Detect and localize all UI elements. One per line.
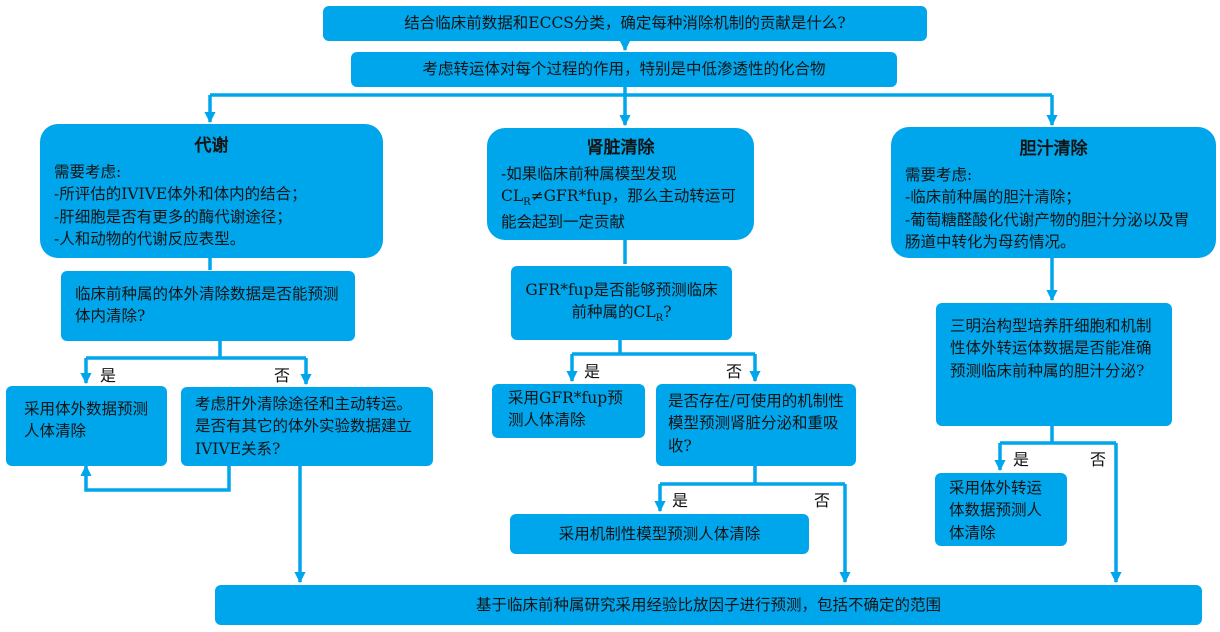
biliary-yes-text: 采用体外转运体数据预测人体清除 <box>949 479 1043 542</box>
biliary-yes-box: 采用体外转运体数据预测人体清除 <box>935 473 1067 546</box>
no-label: 否 <box>726 362 743 381</box>
line-mech-split <box>660 466 845 486</box>
arrow-loop-back <box>80 464 231 492</box>
metabolism-question-box: 临床前种属的体外清除数据是否能预测体内清除? <box>61 271 355 341</box>
metabolism-line: -人和动物的代谢反应表型。 <box>54 230 246 249</box>
metabolism-line: 需要考虑: <box>54 162 122 181</box>
metabolism-question-text: 临床前种属的体外清除数据是否能预测体内清除? <box>75 285 339 326</box>
metabolism-line: -所评估的IVIVE体外和体内的结合； <box>54 185 307 204</box>
line-renal-split <box>572 340 755 356</box>
no-label: 否 <box>1090 450 1107 469</box>
metabolism-no-box: 考虑肝外清除途径和主动转运。是否有其它的体外实验数据建立IVIVE关系? <box>181 387 433 466</box>
metabolism-box: 代谢 需要考虑: -所评估的IVIVE体外和体内的结合； -肝细胞是否有更多的酶… <box>40 124 383 258</box>
biliary-title: 胆汁清除 <box>1019 139 1088 159</box>
yes-label: 是 <box>584 362 601 381</box>
renal-yes-text: 采用GFR*fup预测人体清除 <box>508 389 623 430</box>
yes-label: 是 <box>100 366 117 385</box>
mechanistic-text: 采用机制性模型预测人体清除 <box>558 524 761 543</box>
renal-title: 肾脏清除 <box>586 138 655 158</box>
metabolism-no-text: 考虑肝外清除途径和主动转运。是否有其它的体外实验数据建立IVIVE关系? <box>195 395 413 458</box>
biliary-line: 需要考虑: <box>905 165 973 184</box>
transporter-text: 考虑转运体对每个过程的作用，特别是中低渗透性的化合物 <box>422 60 826 79</box>
question-text: 结合临床前数据和ECCS分类，确定每种消除机制的贡献是什么? <box>404 14 846 33</box>
renal-no-box: 是否存在/可使用的机制性模型预测肾脏分泌和重吸收? <box>656 384 856 466</box>
fallback-box: 基于临床前种属研究采用经验比放因子进行预测，包括不确定的范围 <box>215 585 1202 625</box>
biliary-line: -葡萄糖醛酸化代谢产物的胆汁分泌以及胃肠道中转化为母药情况。 <box>905 210 1190 252</box>
renal-yes-box: 采用GFR*fup预测人体清除 <box>492 384 645 438</box>
yes-label: 是 <box>1013 450 1030 469</box>
biliary-question-text: 三明治构型培养肝细胞和机制性体外转运体数据是否能准确预测临床前种属的胆汁分泌? <box>950 317 1152 380</box>
transporter-box: 考虑转运体对每个过程的作用，特别是中低渗透性的化合物 <box>351 52 897 87</box>
metabolism-line: -肝细胞是否有更多的酶代谢途径； <box>54 207 292 226</box>
mechanistic-box: 采用机制性模型预测人体清除 <box>510 514 809 554</box>
fallback-text: 基于临床前种属研究采用经验比放因子进行预测，包括不确定的范围 <box>475 595 941 614</box>
biliary-box: 胆汁清除 需要考虑: -临床前种属的胆汁清除； -葡萄糖醛酸化代谢产物的胆汁分泌… <box>891 127 1216 258</box>
renal-note: -如果临床前种属模型发现CLR≠GFR*fup，那么主动转运可能会起到一定贡献 <box>501 164 736 231</box>
metabolism-yes-box: 采用体外数据预测人体清除 <box>6 386 167 466</box>
metabolism-title: 代谢 <box>194 136 229 156</box>
renal-no-text: 是否存在/可使用的机制性模型预测肾脏分泌和重吸收? <box>668 392 844 455</box>
renal-question-text: GFR*fup是否能够预测临床前种属的CLR? <box>525 280 718 325</box>
no-label: 否 <box>814 491 831 510</box>
yes-label: 是 <box>672 491 689 510</box>
biliary-question-box: 三明治构型培养肝细胞和机制性体外转运体数据是否能准确预测临床前种属的胆汁分泌? <box>936 303 1172 426</box>
metabolism-yes-text: 采用体外数据预测人体清除 <box>24 400 149 441</box>
no-label: 否 <box>274 366 291 385</box>
line-biliary-split <box>1000 426 1116 445</box>
line-metabolism-split <box>86 340 306 360</box>
question-box: 结合临床前数据和ECCS分类，确定每种消除机制的贡献是什么? <box>323 6 927 41</box>
renal-box: 肾脏清除 -如果临床前种属模型发现CLR≠GFR*fup，那么主动转运可能会起到… <box>487 128 754 240</box>
renal-question-box: GFR*fup是否能够预测临床前种属的CLR? <box>511 266 732 340</box>
biliary-line: -临床前种属的胆汁清除； <box>905 188 1081 207</box>
